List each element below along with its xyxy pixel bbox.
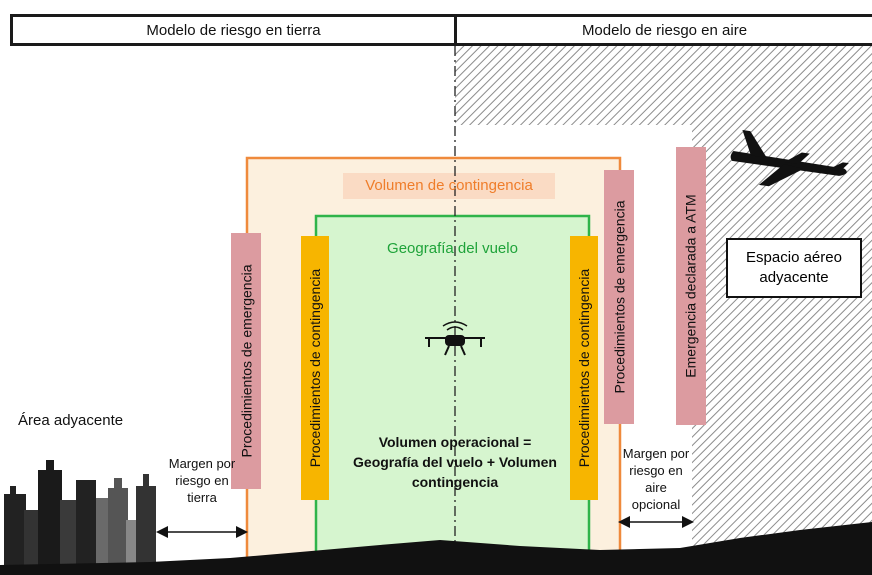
air-risk-model-title: Modelo de riesgo en aire xyxy=(581,21,748,39)
drone-icon xyxy=(425,321,485,356)
city-skyline-icon xyxy=(4,460,156,575)
contingency-volume-label: Volumen de contingencia xyxy=(365,177,533,194)
ground-risk-model-header: Modelo de riesgo en tierra xyxy=(10,14,457,46)
contingency-procedures-bar-right: Procedimientos de contingencia xyxy=(570,236,598,500)
emergency-procedures-label-left: Procedimientos de emergencia xyxy=(238,264,254,458)
emergency-procedures-bar-right: Procedimientos de emergencia xyxy=(604,170,634,424)
airplane-icon xyxy=(730,130,849,187)
air-risk-model-header: Modelo de riesgo en aire xyxy=(454,14,872,46)
flight-geography-box xyxy=(314,214,591,570)
ground-risk-model-title: Modelo de riesgo en tierra xyxy=(146,21,321,39)
adjacent-area-label: Área adyacente xyxy=(18,412,124,429)
ground-margin-label: Margen por riesgo en tierra xyxy=(168,456,236,505)
contingency-procedures-label-left: Procedimientos de contingencia xyxy=(307,268,323,468)
operational-volume-label: Volumen operacional = Geografía del vuel… xyxy=(353,434,557,490)
flight-geography-label: Geografía del vuelo xyxy=(387,240,518,257)
contingency-procedures-bar-left: Procedimientos de contingencia xyxy=(301,236,329,500)
emergency-procedures-bar-left: Procedimientos de emergencia xyxy=(231,233,261,489)
air-margin-label: Margen por riesgo en aire opcional xyxy=(622,446,690,512)
adjacent-airspace-label: Espacio aéreo adyacente xyxy=(746,249,842,286)
adjacent-airspace-box: Espacio aéreo adyacente xyxy=(726,238,862,298)
emergency-atm-bar: Emergencia declarada a ATM xyxy=(676,147,706,425)
emergency-atm-label: Emergencia declarada a ATM xyxy=(683,194,700,378)
ground-terrain xyxy=(0,522,872,575)
emergency-procedures-label-right: Procedimientos de emergencia xyxy=(611,200,627,394)
contingency-procedures-label-right: Procedimientos de contingencia xyxy=(576,268,592,468)
